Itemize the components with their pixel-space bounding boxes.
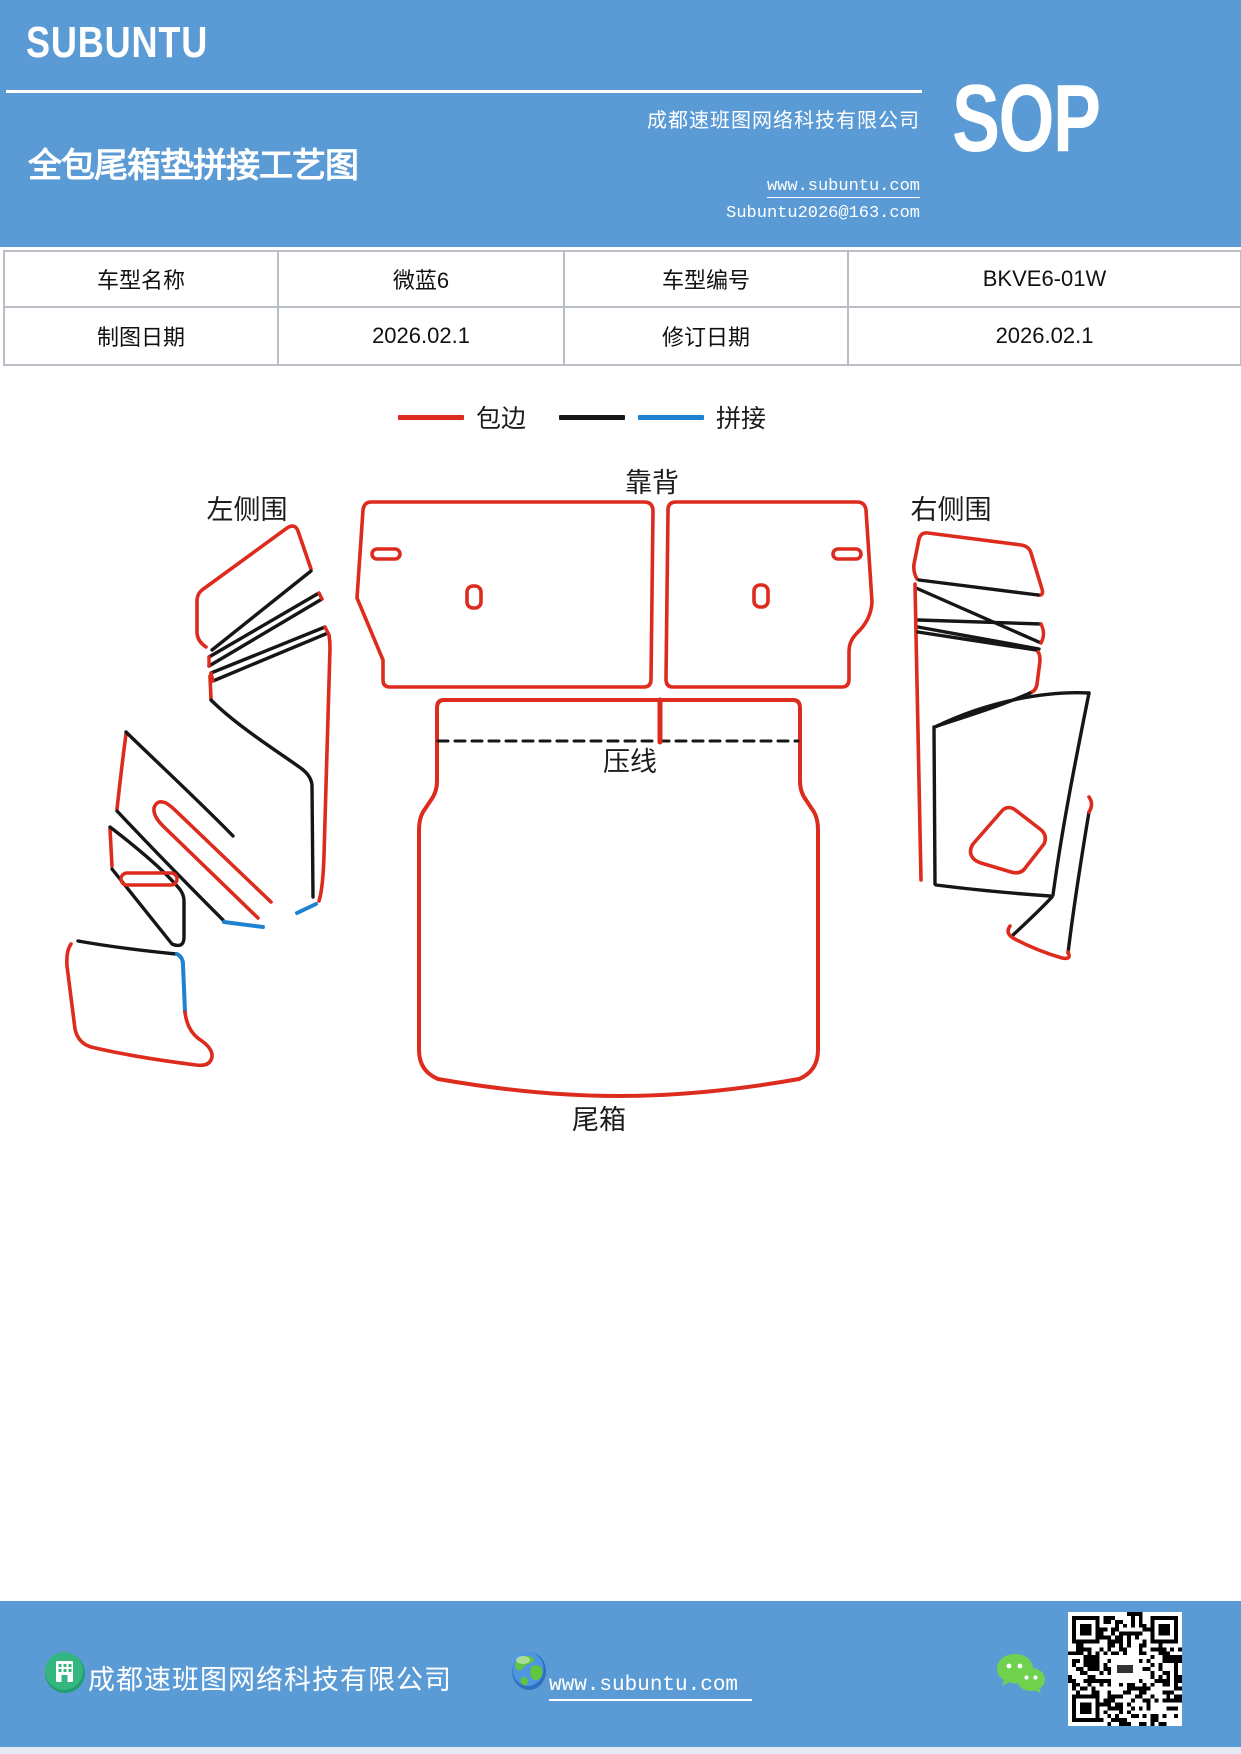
backrest-left-slot-horizontal [370, 547, 402, 561]
splice-joint-left-2 [222, 920, 265, 929]
backrest-label: 靠背 [625, 468, 679, 498]
backrest-right-slot-vertical [752, 583, 770, 609]
model-code-value: BKVE6-01W [849, 252, 1240, 308]
right-piece-cutout [968, 805, 1048, 875]
page-header: SUBUNTU 全包尾箱垫拼接工艺图 成都速班图网络科技有限公司 www.sub… [0, 0, 1241, 247]
trunk-piece [417, 697, 820, 1098]
revise-date-label: 修订日期 [565, 308, 849, 364]
splice-joint-left-1 [295, 902, 318, 915]
backrest-right-slot-horizontal [831, 547, 863, 561]
qr-code [1068, 1612, 1182, 1726]
trunk-mat-pattern-diagram: 左侧围 靠背 右侧围 压线 尾箱 [65, 468, 1094, 1135]
header-divider [6, 90, 922, 93]
page-bottom-strip [0, 1747, 1241, 1754]
revise-date-value: 2026.02.1 [995, 323, 1094, 348]
footer-company-name: 成都速班图网络科技有限公司 [88, 1665, 452, 1695]
website-link[interactable]: www.subuntu.com [766, 177, 920, 198]
model-name-value: 微蓝6 [279, 252, 565, 308]
brand-logo: SUBUNTU [26, 18, 209, 67]
binding-red-swatch [398, 414, 464, 420]
splice-black-swatch [559, 414, 626, 420]
crease-label: 压线 [603, 747, 657, 777]
header-company-block: 成都速班图网络科技有限公司 www.subuntu.com Subuntu202… [647, 104, 920, 223]
model-code-label: 车型编号 [565, 252, 849, 308]
left-side-pieces [65, 524, 332, 1068]
backrest-left-piece [355, 500, 655, 689]
binding-label: 包边 [476, 405, 527, 433]
wechat-icon [995, 1652, 1047, 1705]
model-name-label: 车型名称 [5, 252, 279, 308]
right-side-pieces [912, 531, 1094, 961]
backrest-left-slot-vertical [465, 584, 483, 610]
backrest-right-piece [664, 500, 874, 689]
left-binding-strip [152, 800, 273, 920]
vehicle-info-table: 车型名称 微蓝6 车型编号 BKVE6-01W 制图日期 2026.02.1 修… [3, 250, 1241, 366]
sop-mark: SOP [952, 65, 1101, 172]
left-piece-slot [119, 871, 179, 887]
right-side-label: 右侧围 [911, 495, 992, 525]
draw-date-label: 制图日期 [5, 308, 279, 364]
splice-label: 拼接 [716, 405, 767, 433]
line-legend: 包边 拼接 [398, 402, 767, 433]
left-side-label: 左侧围 [207, 495, 288, 525]
trunk-label: 尾箱 [572, 1105, 626, 1135]
email-text: Subuntu2026@163.com [726, 204, 920, 223]
splice-blue-swatch [638, 414, 705, 420]
draw-date-value: 2026.02.1 [279, 308, 565, 364]
page-title: 全包尾箱垫拼接工艺图 [28, 148, 359, 185]
company-building-icon [44, 1650, 86, 1699]
footer-website-link[interactable]: www.subuntu.com [549, 1674, 753, 1701]
splice-joint-left-3 [175, 952, 187, 1014]
company-name: 成都速班图网络科技有限公司 [647, 110, 920, 132]
globe-icon [510, 1650, 550, 1699]
